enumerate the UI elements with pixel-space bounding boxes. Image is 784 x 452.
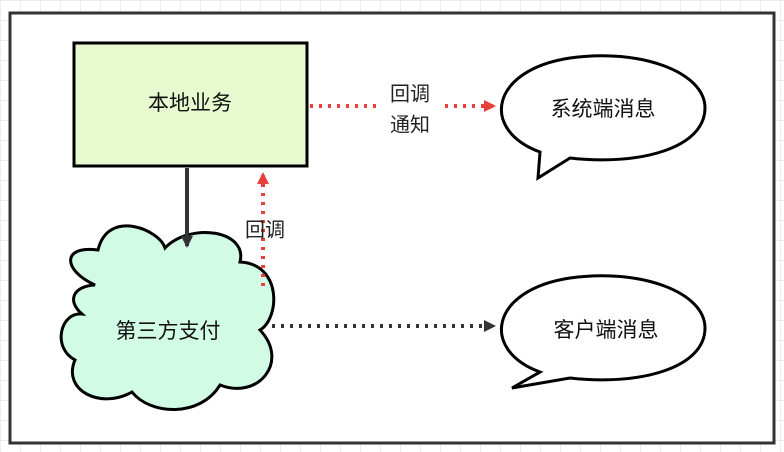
client-message-label: 客户端消息 bbox=[554, 318, 659, 342]
system-message-label: 系统端消息 bbox=[551, 97, 656, 121]
callback-notify-label-bg bbox=[382, 80, 440, 144]
system-message-bubble bbox=[500, 54, 707, 181]
callback-notify-label-line2: 通知 bbox=[390, 113, 430, 137]
callback-notify-label-line1: 回调 bbox=[390, 82, 430, 106]
node-system-message[interactable]: 系统端消息 bbox=[500, 54, 707, 181]
payment-cloud-shape bbox=[59, 224, 276, 411]
node-client-message[interactable]: 客户端消息 bbox=[500, 274, 707, 390]
node-local-business[interactable]: 本地业务 bbox=[72, 41, 309, 168]
payment-label: 第三方支付 bbox=[116, 319, 221, 343]
local-business-label: 本地业务 bbox=[148, 91, 232, 115]
local-business-box bbox=[72, 41, 309, 168]
client-message-bubble bbox=[500, 274, 707, 390]
callback-label: 回调 bbox=[245, 218, 285, 242]
node-third-party-payment[interactable]: 第三方支付 bbox=[59, 224, 276, 411]
